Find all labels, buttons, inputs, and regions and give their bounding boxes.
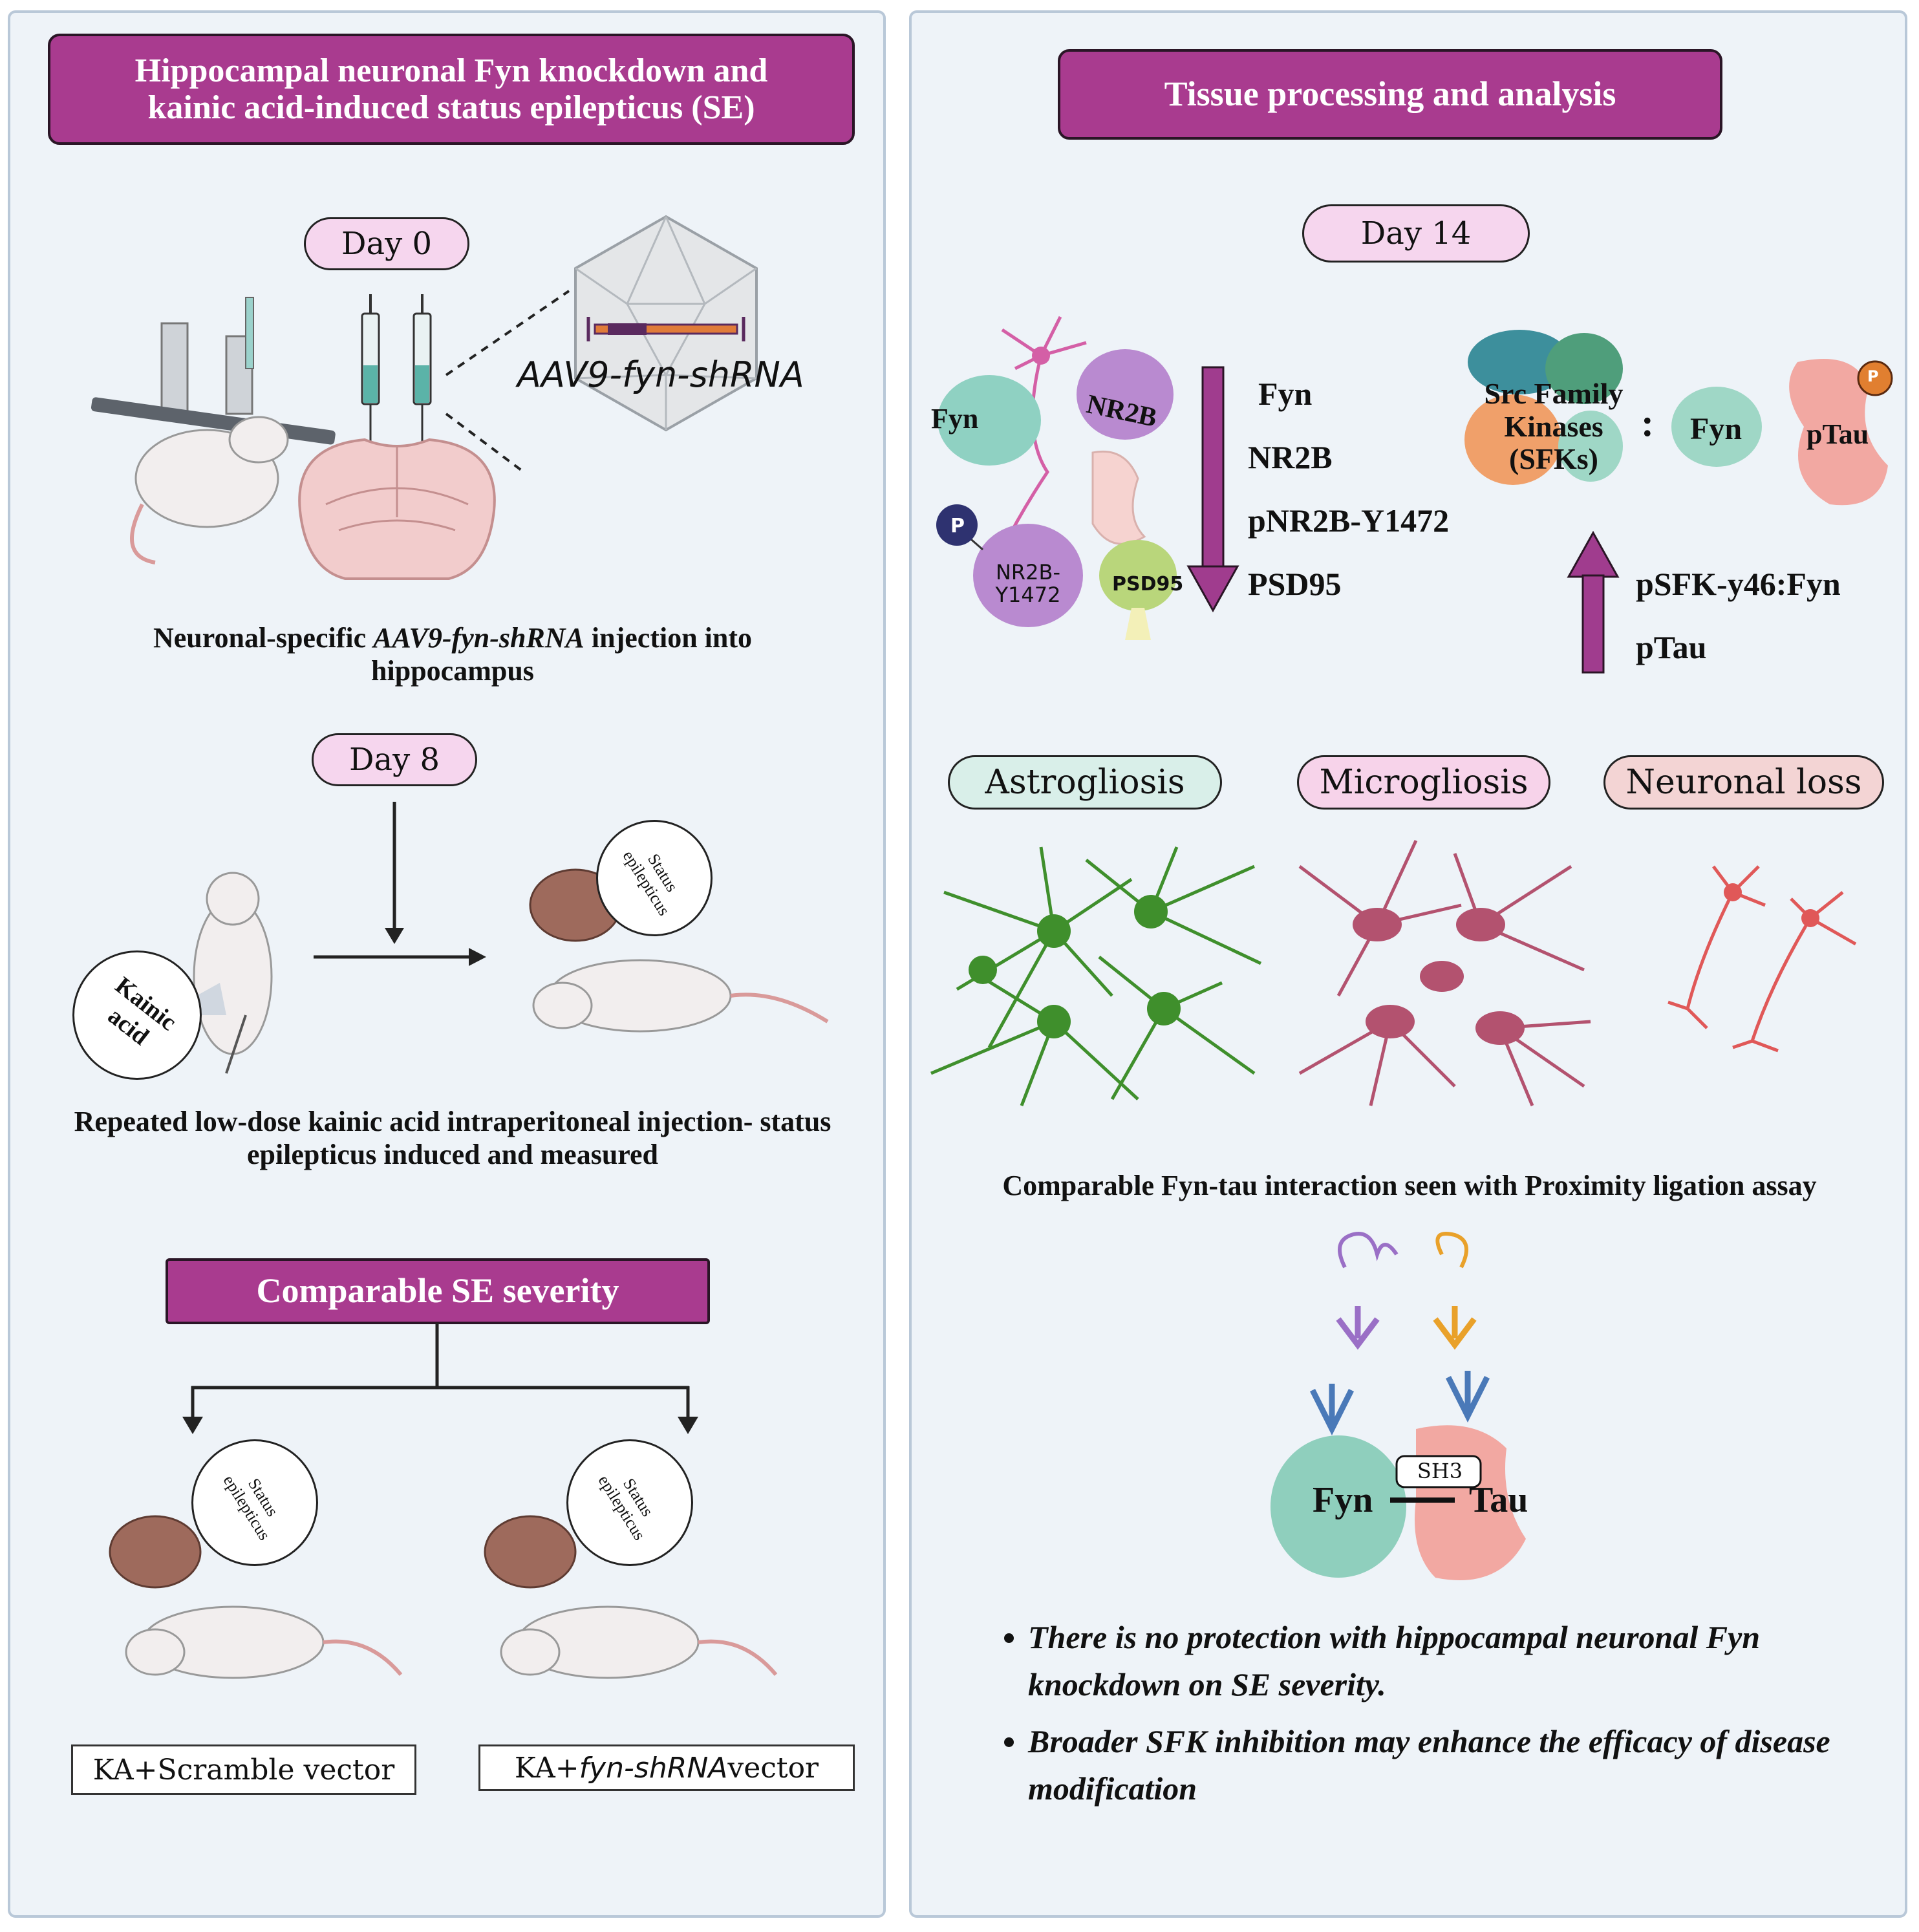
decreased-fyn: Fyn: [1258, 376, 1313, 412]
status-bubble-1: Status epilepticus: [596, 820, 713, 936]
severity-branch-arrows: [182, 1323, 698, 1434]
decreased-psd95: PSD95: [1248, 566, 1342, 602]
microgliosis-pill: Microgliosis: [1297, 755, 1550, 810]
group-shrna-box: KA+fyn-shRNA vector: [478, 1744, 855, 1791]
injection-caption: Neuronal-specific AAV9-fyn-shRNA injecti…: [153, 622, 753, 687]
conclusion-1: There is no protection with hippocampal …: [1028, 1614, 1881, 1708]
status-bubble-2: Status epilepticus: [191, 1439, 318, 1566]
decrease-arrow: [1186, 366, 1239, 613]
day8-arrows: [314, 802, 486, 966]
seizing-mouse-icon: [529, 868, 829, 1033]
stereotaxic-injection-illustration: [91, 297, 336, 564]
ptau-blob: [1789, 359, 1893, 506]
astrocytes-icon: [930, 846, 1262, 1106]
neuronal-loss-pill: Neuronal loss: [1603, 755, 1884, 810]
pla-caption: Comparable Fyn-tau interaction seen with…: [1002, 1170, 1817, 1201]
status-bubble-3: Status epilepticus: [566, 1439, 693, 1566]
nr2b-y1472-label: NR2B-Y1472: [995, 560, 1061, 608]
day14-pill: Day 14: [1302, 204, 1530, 263]
day0-label: Day 0: [341, 226, 432, 262]
aav-capsid-icon: [574, 215, 758, 432]
syringes-icon: [361, 294, 432, 443]
day8-label: Day 8: [348, 742, 440, 778]
ptau-label: pTau: [1806, 418, 1869, 450]
kainic-acid-bubble: Kainic acid: [72, 950, 202, 1080]
day8-pill: Day 8: [312, 733, 477, 786]
severity-banner: Comparable SE severity: [166, 1258, 710, 1324]
increased-psfk: pSFK-y46:Fyn: [1636, 566, 1841, 602]
increase-arrow: [1567, 530, 1620, 674]
microglia-icon: [1298, 839, 1591, 1106]
day14-label: Day 14: [1360, 215, 1472, 252]
decreased-pnr2b: pNR2B-Y1472: [1248, 502, 1450, 539]
right-title-banner: Tissue processing and analysis: [1058, 49, 1722, 140]
left-title: Hippocampal neuronal Fyn knockdown and k…: [134, 52, 768, 126]
sh3-label: SH3: [1417, 1459, 1463, 1483]
fyn-small-blob: [1671, 387, 1762, 467]
day0-pill: Day 0: [304, 217, 469, 270]
callout-lines: [445, 290, 570, 473]
sfk-cluster-icon: [1464, 330, 1623, 485]
conclusions-list: There is no protection with hippocampal …: [989, 1614, 1881, 1822]
sfk-label: Src Family Kinases (SFKs): [1484, 377, 1624, 476]
left-title-banner: Hippocampal neuronal Fyn knockdown and k…: [48, 34, 855, 145]
colon: :: [1641, 402, 1654, 444]
aav-vector-label: AAV9-fyn-shRNA: [517, 354, 804, 395]
neurons-loss-icon: [1667, 865, 1857, 1053]
fyn-big-label: Fyn: [1313, 1480, 1373, 1520]
tau-big-label: Tau: [1469, 1480, 1528, 1520]
fyn-small-label: Fyn: [1690, 412, 1742, 446]
group-scramble-box: KA+Scramble vector: [71, 1744, 416, 1795]
seizing-mouse-scramble: [109, 1515, 403, 1679]
fyn-blob-label: Fyn: [931, 403, 979, 435]
p-label-2: P: [1867, 367, 1879, 385]
synapse-illustration: [936, 316, 1177, 640]
psd95-blob-label: PSD95: [1112, 573, 1184, 596]
astrogliosis-pill: Astrogliosis: [948, 755, 1222, 810]
right-panel: [909, 10, 1907, 1918]
increased-list: pSFK-y46:Fyn pTau: [1636, 552, 1841, 679]
pla-antibodies-illustration: [1270, 1232, 1526, 1580]
p-label-1: P: [950, 515, 965, 537]
increased-ptau: pTau: [1636, 629, 1707, 665]
brain-slice-icon: [298, 438, 496, 580]
decreased-nr2b: NR2B: [1248, 439, 1333, 475]
seizing-mouse-shrna: [484, 1515, 778, 1679]
conclusion-2: Broader SFK inhibition may enhance the e…: [1028, 1718, 1881, 1812]
ka-caption: Repeated low-dose kainic acid intraperit…: [74, 1106, 831, 1170]
decreased-list: Fyn NR2B pNR2B-Y1472 PSD95: [1248, 362, 1449, 616]
